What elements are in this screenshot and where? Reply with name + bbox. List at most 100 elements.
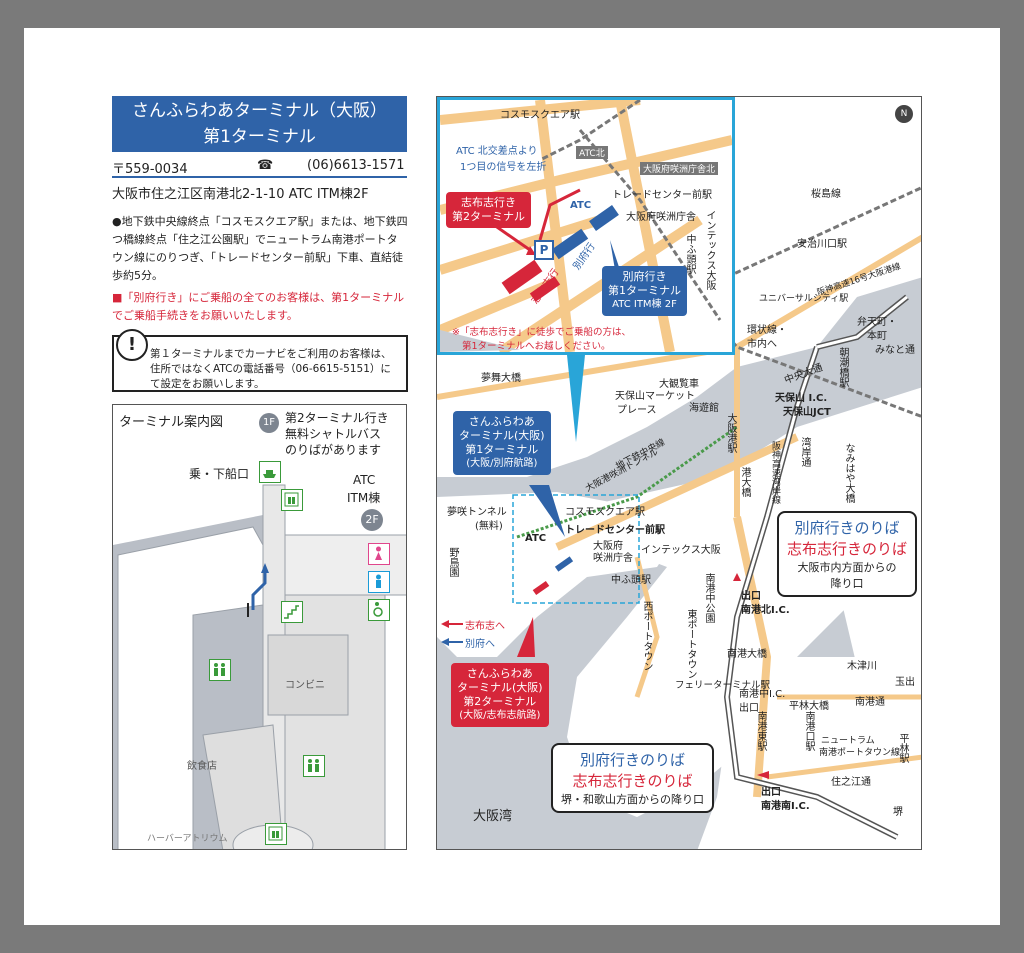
tempozan-ic: 天保山 I.C.	[775, 393, 828, 404]
t2-line-3: 第2ターミナル	[463, 695, 537, 708]
access-notes: ●地下鉄中央線終点「コスモスクエア駅」または、地下鉄四つ橋線終点「住之江公園駅」…	[112, 213, 408, 329]
wangan-dori: 湾岸通	[799, 437, 810, 467]
restaurant-label: 飲食店	[187, 761, 217, 772]
note-subway: ●地下鉄中央線終点「コスモスクエア駅」または、地下鉄四つ橋線終点「住之江公園駅」…	[112, 215, 408, 282]
inset-shibushi-term-1: 志布志行き	[461, 196, 516, 209]
north-arrow-icon: N	[895, 105, 913, 123]
phone-icon: ☎	[257, 158, 274, 173]
terminal-2-callout: さんふらわあ ターミナル(大阪) 第2ターミナル (大阪/志布志航路)	[451, 663, 549, 727]
yumesaki-tunnel-1: 夢咲トンネル	[447, 507, 507, 518]
harbor-atrium-label: ハーバーアトリウム	[147, 834, 228, 844]
pref-office-1: 大阪府	[593, 541, 623, 552]
elevator-icon-2	[265, 823, 287, 845]
atc-label: ATC	[353, 473, 376, 487]
terminal-title: さんふらわあターミナル（大阪） 第1ターミナル	[112, 96, 407, 152]
north-ic-sign: 別府行きのりば 志布志行きのりば 大阪市内方面からの 降り口	[777, 511, 918, 597]
pref-office-2: 咲洲庁舎	[593, 553, 633, 564]
t2-line-2: ターミナル(大阪)	[457, 681, 543, 694]
yacho-en: 野鳥園	[447, 547, 458, 577]
t1-line-2: ターミナル(大阪)	[459, 429, 545, 442]
nanko-minami-exit: 出口	[761, 787, 781, 798]
intex-osaka: インテックス大阪	[641, 545, 721, 556]
terminal-1-callout: さんふらわあ ターミナル(大阪) 第1ターミナル (大阪/別府航路)	[453, 411, 551, 475]
board1-note-2: 降り口	[830, 577, 864, 590]
nanko-minami-ic: 南港南I.C.	[761, 801, 810, 812]
inset-trade-center: トレードセンター前駅	[612, 190, 712, 201]
floor-plan-drawing	[113, 405, 406, 849]
ferry-terminal-station: フェリーターミナル駅	[675, 680, 771, 691]
inset-pref-office-north: 大阪府咲洲庁舎北	[640, 162, 719, 175]
parking-icon: P	[534, 240, 554, 260]
badge-2f: 2F	[361, 509, 383, 531]
inset-cosmo-label: コスモスクエア駅	[500, 110, 580, 121]
kanjo-line-1: 環状線・	[747, 325, 787, 336]
nanko-dori: 南港通	[855, 697, 885, 708]
to-beppu-arrow: 別府へ	[465, 639, 495, 650]
address: 大阪市住之江区南港北2-1-10 ATC ITM棟2F	[112, 187, 369, 202]
title-line-2: 第1ターミナル	[203, 127, 316, 147]
inset-footnote-1: ※「志布志行き」に徒歩でご乗船の方は、	[452, 327, 631, 338]
minato-ohashi: 港大橋	[739, 467, 750, 497]
floor-plan-title: ターミナル案内図	[119, 415, 224, 430]
suminoe-dori: 住之江通	[831, 777, 871, 788]
nanko-higashi-station: 南港東駅	[755, 711, 766, 751]
inset-atc-north: ATC北	[576, 146, 608, 159]
terminal-floor-plan: ターミナル案内図 1F 第2ターミナル行き 無料シャトルバス のりばがあります …	[112, 404, 407, 850]
badge-1f: 1F	[259, 413, 279, 433]
notice-text: 第１ターミナルまでカーナビをご利用のお客様は、住所ではなくATCの電話番号（06…	[150, 348, 392, 390]
inset-nakafuto: 中ふ頭駅	[684, 234, 695, 274]
contact-row: 〒559-0034 ☎ (06)6613-1571	[112, 158, 407, 178]
west-port-town: 西ポートタウン	[641, 601, 652, 671]
inset-footnote-2: 第1ターミナルへお越しください。	[462, 341, 611, 352]
t2-line-1: さんふらわあ	[466, 667, 533, 680]
title-line-1: さんふらわあターミナル（大阪）	[132, 101, 387, 121]
nanko-kita-exit: 出口	[741, 591, 761, 602]
tempozan-marketplace-2: プレース	[617, 405, 657, 416]
t1-line-3: 第1ターミナル	[465, 443, 539, 456]
inset-intex: インテックス大阪	[704, 210, 715, 290]
kanjo-line-2: 市内へ	[747, 339, 777, 350]
trade-center-station: トレードセンター前駅	[565, 525, 665, 536]
nanko-guchi-station: 南港口駅	[803, 711, 814, 751]
yumesaki-tunnel-2: (無料)	[475, 521, 503, 532]
hirabayashi-station: 平林駅	[897, 733, 908, 763]
bentencho-2: 本町	[867, 331, 887, 342]
minato-dori: みなと通	[875, 345, 915, 356]
area-map: コスモスクエア駅 ATC 北交差点より 1つ目の信号を左折 ATC北 大阪府咲洲…	[436, 96, 922, 850]
board2-note: 堺・和歌山方面からの降り口	[561, 793, 704, 806]
south-ic-sign: 別府行きのりば 志布志行きのりば 堺・和歌山方面からの降り口	[551, 743, 714, 813]
inset-beppu-box-2: 第1ターミナル	[608, 284, 681, 297]
elevator-icon	[281, 489, 303, 511]
t1-line-1: さんふらわあ	[468, 415, 535, 428]
inset-beppu-callout: 別府行き 第1ターミナル ATC ITM棟 2F	[602, 266, 687, 316]
universal-city-station: ユニバーサルシティ駅	[759, 294, 849, 304]
inset-atc: ATC	[570, 200, 592, 211]
nanko-naka-park: 南港中公園	[703, 573, 714, 623]
board1-beppu: 別府行きのりば	[794, 519, 900, 537]
womens-restroom-icon	[368, 543, 390, 565]
nakafuto-station: 中ふ頭駅	[611, 575, 651, 586]
convenience-store-label: コンビニ	[285, 680, 325, 691]
ajikawaguchi-station: 安治川口駅	[797, 239, 847, 250]
newtram-2: 南港ポートタウン線	[819, 748, 901, 758]
to-shibushi-arrow: 志布志へ	[465, 621, 505, 632]
inset-beppu-box-1: 別府行き	[622, 270, 667, 283]
nanko-kita-ic: 南港北I.C.	[741, 605, 790, 616]
inset-atc-north-note-2: 1つ目の信号を左折	[460, 162, 547, 173]
shuttle-line-1: 第2ターミナル行き	[285, 411, 389, 425]
board2-shibushi: 志布志行きのりば	[572, 772, 693, 790]
postal-code: 〒559-0034	[112, 162, 188, 177]
inset-osaka-pref: 大阪府咲洲庁舎	[626, 212, 696, 223]
stairs-icon	[281, 601, 303, 623]
shuttle-line-3: のりばがあります	[285, 443, 382, 457]
accessible-restroom-icon	[368, 599, 390, 621]
mens-restroom-icon	[368, 571, 390, 593]
note-beppu: ■「別府行き」にご乗船の全てのお客様は、第1ターミナルでご乗船手続きをお願いいた…	[112, 291, 405, 322]
shuttle-line-2: 無料シャトルバス	[285, 427, 382, 441]
sakurajima-line: 桜島線	[811, 189, 841, 200]
inset-shibushi-term-2: 第2ターミナル	[452, 210, 525, 223]
inset-beppu-box-3: ATC ITM棟 2F	[612, 299, 677, 310]
exclamation-icon: !	[116, 329, 148, 361]
yumemai-bridge: 夢舞大橋	[481, 373, 521, 384]
asashiobashi-station: 朝潮橋駅	[837, 347, 848, 387]
